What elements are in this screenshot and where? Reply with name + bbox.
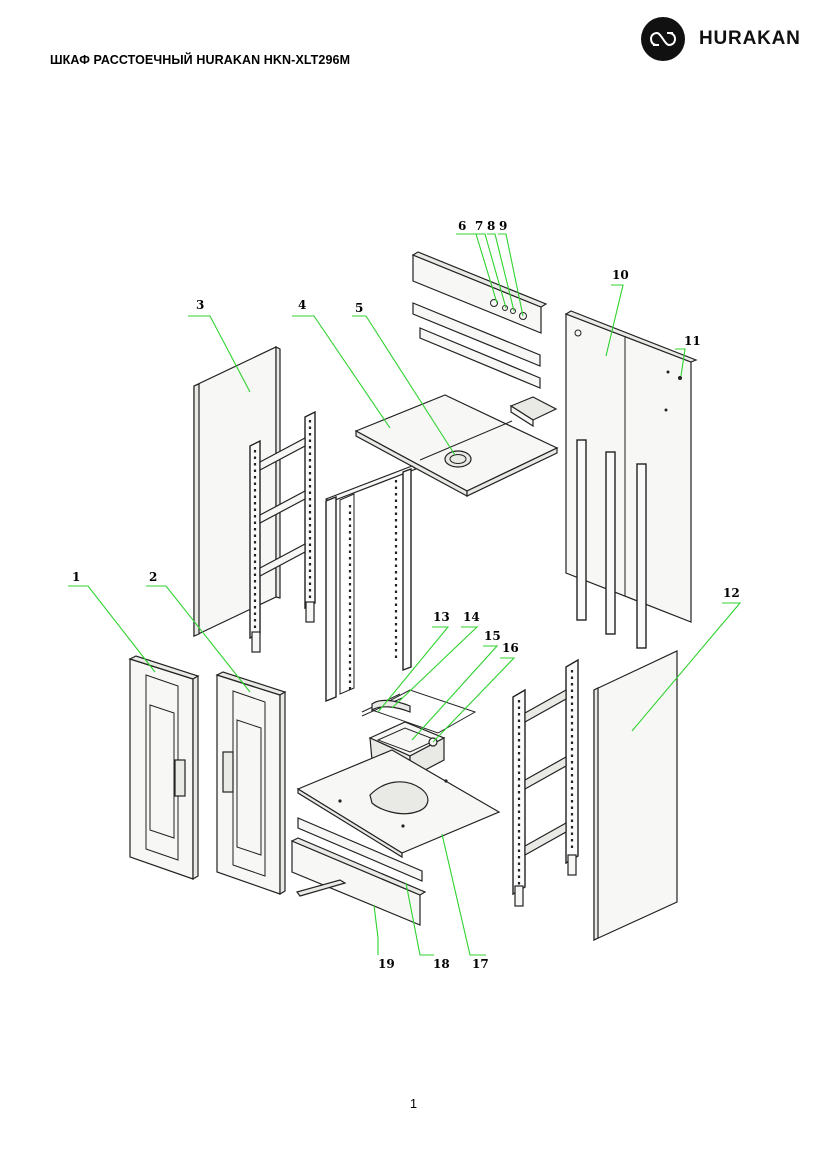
callout-13: 13 (433, 610, 450, 624)
part-2-right-door (215, 671, 287, 896)
callout-14: 14 (463, 610, 480, 624)
callout-6: 6 (458, 219, 466, 233)
part-3-left-side-panel (193, 346, 281, 637)
callout-9: 9 (499, 219, 507, 233)
part-10-right-side-panel (564, 310, 698, 649)
callout-12: 12 (723, 586, 740, 600)
front-ladder-rack (512, 658, 579, 907)
callout-8: 8 (487, 219, 495, 233)
part-5-fan-grille (444, 450, 472, 468)
brand-name: HURAKAN (699, 28, 801, 49)
callout-10: 10 (612, 268, 629, 282)
callout-1: 1 (72, 570, 80, 584)
callout-11: 11 (684, 334, 701, 348)
rear-ladder-rack (249, 410, 316, 653)
part-12-side-panel (593, 650, 678, 941)
document-title: ШКАФ РАССТОЕЧНЫЙ HURAKAN HKN-XLT296M (50, 53, 351, 67)
callout-17: 17 (472, 957, 489, 971)
callout-15: 15 (484, 629, 501, 643)
callout-2: 2 (149, 570, 157, 584)
callout-numbers: 1 2 3 4 5 6 7 8 9 10 11 12 13 14 15 16 1… (72, 219, 740, 971)
brand-logo: HURAKAN (641, 17, 801, 61)
part-18-19-bottom-frame (290, 817, 427, 926)
callout-3: 3 (196, 298, 204, 312)
callout-4: 4 (298, 298, 306, 312)
callout-16: 16 (502, 641, 519, 655)
top-front-frame (411, 251, 558, 428)
part-13-14-heating-element (361, 689, 477, 734)
hurakan-logo-icon (641, 17, 685, 61)
part-17-bottom-plate (296, 749, 501, 859)
callout-18: 18 (433, 957, 450, 971)
part-1-left-door (128, 655, 200, 881)
rear-center-frame (324, 465, 418, 703)
page-number: 1 (409, 1096, 418, 1111)
part-4-top-plate (354, 394, 559, 498)
callout-7: 7 (475, 219, 483, 233)
leader-lines (68, 233, 742, 956)
callout-5: 5 (355, 301, 363, 315)
callout-19: 19 (378, 957, 395, 971)
